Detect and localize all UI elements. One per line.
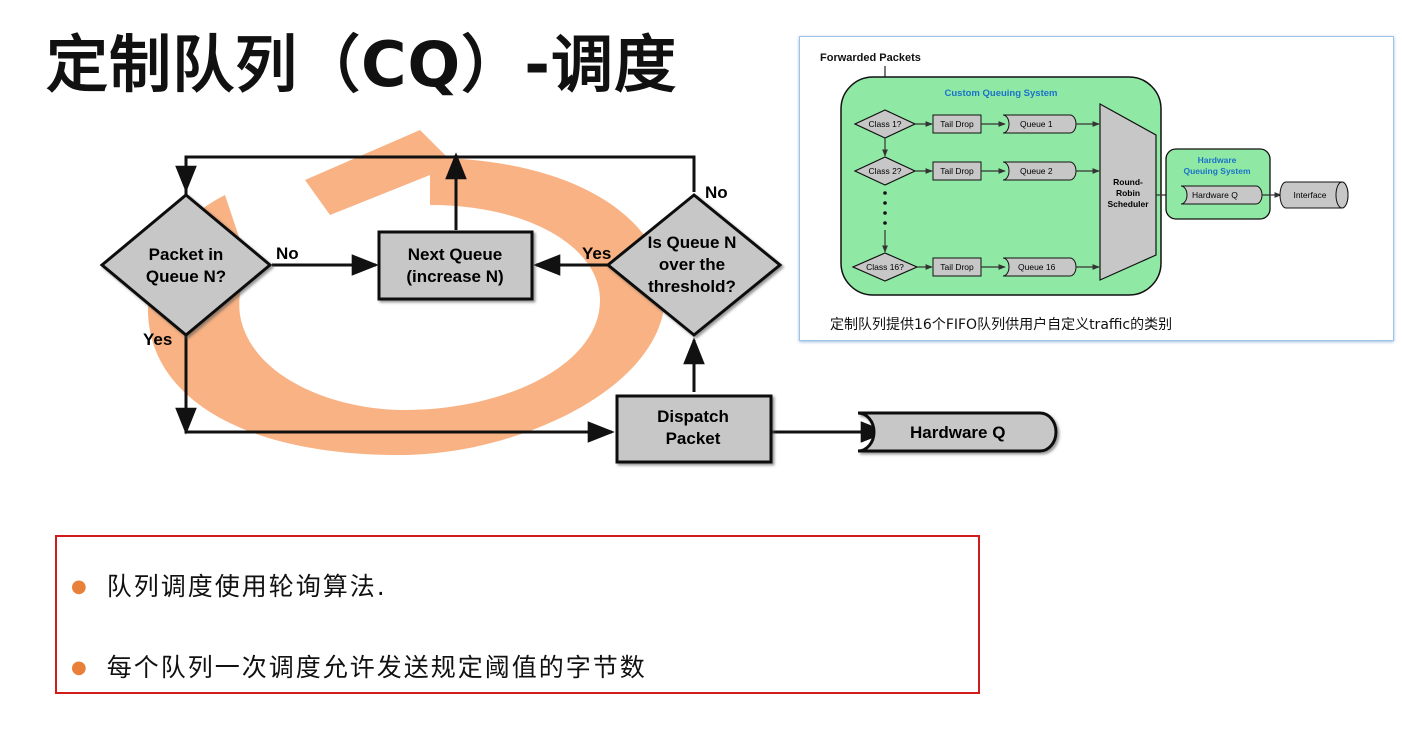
page-title: 定制队列（CQ）-调度 [46,28,677,101]
bullet-item-1: ● 队列调度使用轮询算法. [71,567,387,603]
scheduler-line2: Robin [1116,188,1140,198]
bullet-dot-icon: ● [71,576,89,597]
decision-threshold: Is Queue N over the threshold? [605,193,783,337]
interface-label: Interface [1293,190,1326,200]
next-queue-box: Next Queue (increase N) [377,230,534,301]
hw-system-line1: Hardware [1198,155,1237,165]
queue-1-label: Queue 1 [1020,119,1053,129]
next-queue-line2: (increase N) [406,267,503,286]
decision-packet-line1: Packet in [149,245,224,264]
bullet-text-2: 每个队列一次调度允许发送规定阈值的字节数 [106,653,647,682]
class-2-label: Class 2? [868,166,901,176]
class-2-row: Class 2? Tail Drop Queue 2 [853,156,1100,186]
tail-drop-1: Tail Drop [940,119,974,129]
label-no-top: No [705,183,728,202]
threshold-line3: threshold? [648,277,736,296]
round-robin-scheduler: Round- Robin Scheduler [1099,102,1157,281]
round-robin-ring [147,130,666,455]
label-yes-left: Yes [143,330,172,349]
class-1-row: Class 1? Tail Drop Queue 1 [853,109,1100,139]
inset-caption: 定制队列提供16个FIFO队列供用户自定义traffic的类别 [830,317,1173,333]
class-1-label: Class 1? [868,119,901,129]
cq-system-label: Custom Queuing System [945,88,1058,99]
decision-packet-in-queue: Packet in Queue N? [99,193,273,337]
hardware-queue: Hardware Q [857,411,1058,453]
summary-box: ● 队列调度使用轮询算法. ● 每个队列一次调度允许发送规定阈值的字节数 [55,535,980,694]
hardware-q-label: Hardware Q [910,423,1005,442]
decision-packet-line2: Queue N? [146,267,226,286]
tail-drop-16: Tail Drop [940,262,974,272]
class-16-label: Class 16? [866,262,904,272]
queue-16-label: Queue 16 [1018,262,1056,272]
bullet-item-2: ● 每个队列一次调度允许发送规定阈值的字节数 [71,648,647,684]
next-queue-line1: Next Queue [408,245,502,264]
threshold-line1: Is Queue N [648,233,737,252]
bullet-dot-icon: ● [71,657,89,678]
hw-queue-label: Hardware Q [1192,190,1238,200]
label-yes-right: Yes [582,244,611,263]
ellipsis-dots [883,191,887,225]
interface-cylinder: Interface [1279,181,1349,209]
tail-drop-2: Tail Drop [940,166,974,176]
bullet-text-1: 队列调度使用轮询算法. [106,572,387,601]
queue-2-label: Queue 2 [1020,166,1053,176]
flow-connectors [175,152,888,443]
threshold-line2: over the [659,255,725,274]
dispatch-packet-box: Dispatch Packet [615,394,773,464]
cq-flowchart: Packet in Queue N? Next Queue (increase … [99,130,1058,464]
hw-queue-shape [1180,185,1263,205]
cq-system-box [840,76,1162,296]
hw-system-line2: Queuing System [1183,166,1251,176]
label-no-left: No [276,244,299,263]
dispatch-line2: Packet [666,429,721,448]
forwarded-packets-label: Forwarded Packets [820,52,921,64]
scheduler-line3: Scheduler [1107,199,1149,209]
class-16-row: Class 16? Tail Drop Queue 16 [851,252,1100,282]
dispatch-line1: Dispatch [657,407,729,426]
scheduler-line1: Round- [1113,177,1143,187]
